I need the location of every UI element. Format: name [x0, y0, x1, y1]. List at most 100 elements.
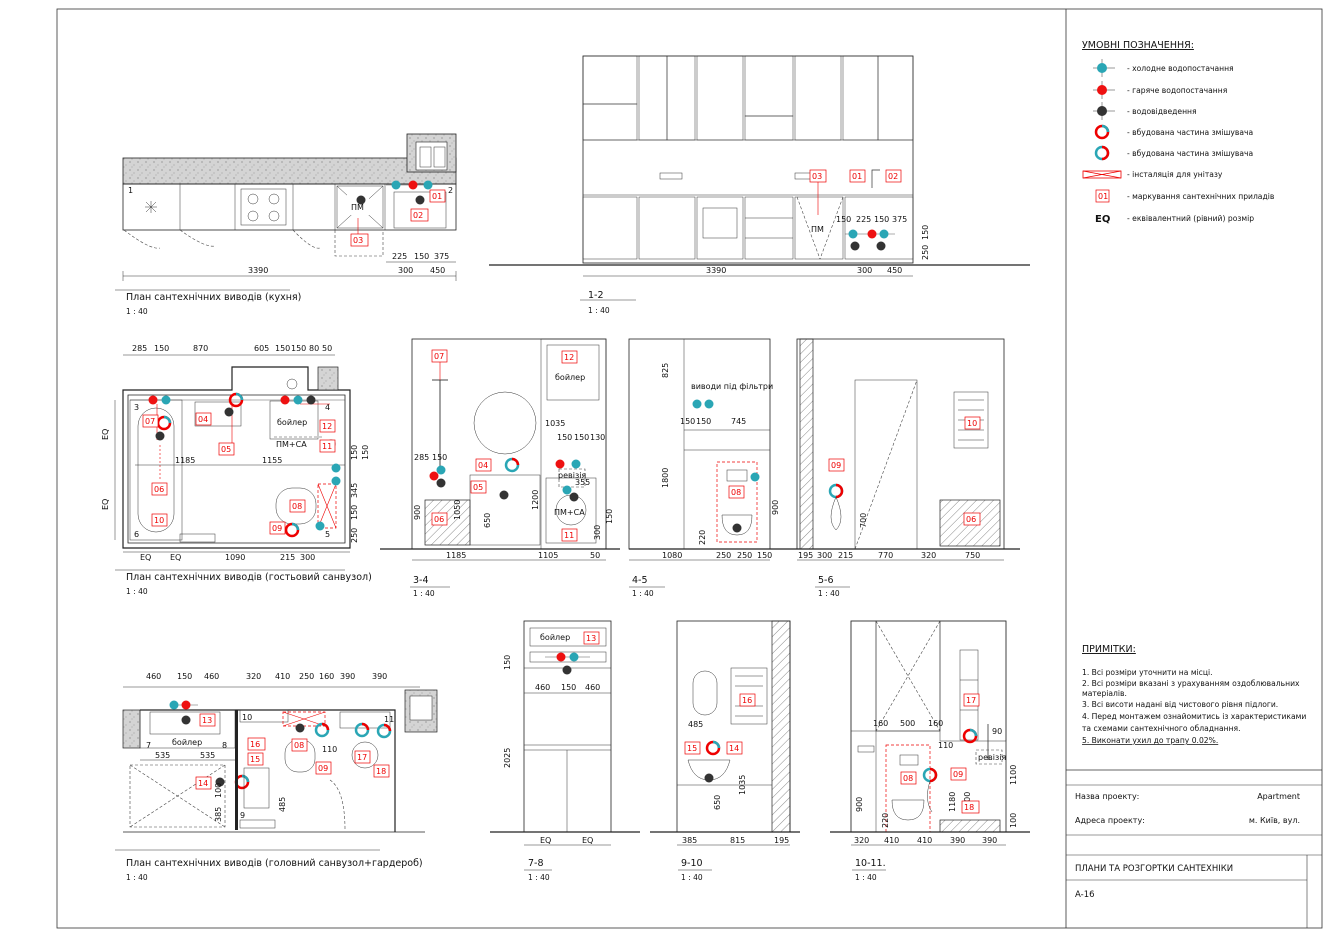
- svg-text:бойлер: бойлер: [555, 373, 585, 382]
- svg-text:870: 870: [193, 344, 208, 353]
- mixer-embedded-icon-b: [1094, 145, 1110, 161]
- elevation-7-8: бойлер 13 150 460 150 460 2025 EQ EQ 7-8…: [490, 620, 640, 882]
- svg-text:385: 385: [214, 807, 223, 822]
- fixture-mark-icon: 01: [1095, 189, 1110, 203]
- svg-text:825: 825: [661, 363, 670, 378]
- svg-text:05: 05: [221, 445, 231, 454]
- svg-text:1185: 1185: [446, 551, 466, 560]
- svg-text:08: 08: [294, 741, 304, 750]
- elevation-4-5: виводи під фільтри 150 150 745 08 825 18…: [628, 338, 785, 598]
- svg-text:150: 150: [574, 433, 589, 442]
- svg-text:06: 06: [966, 515, 976, 524]
- svg-text:1100: 1100: [1009, 765, 1018, 785]
- svg-text:ПМ+СА: ПМ+СА: [276, 440, 307, 449]
- svg-text:1: 1: [128, 186, 133, 195]
- svg-text:150: 150: [696, 417, 711, 426]
- elevation-3-4: бойлер 12 ПМ+СА ревізія 07 04 05 06 11 1…: [380, 338, 620, 598]
- svg-text:300: 300: [593, 525, 602, 540]
- svg-text:9: 9: [240, 811, 245, 820]
- view-scale: 1 : 40: [681, 873, 703, 882]
- svg-text:195: 195: [774, 836, 789, 845]
- notes: ПРИМІТКИ: 1. Всі розміри уточнити на міс…: [1082, 644, 1306, 745]
- svg-text:410: 410: [884, 836, 899, 845]
- svg-text:09: 09: [318, 764, 328, 773]
- svg-text:03: 03: [812, 172, 822, 181]
- svg-text:605: 605: [254, 344, 269, 353]
- view-title: 1-2: [588, 290, 604, 301]
- svg-text:1200: 1200: [531, 490, 540, 510]
- svg-text:900: 900: [771, 500, 780, 515]
- legend-item-label: - вбудована частина змішувача: [1127, 149, 1253, 158]
- svg-text:150: 150: [680, 417, 695, 426]
- legend-item-label: - вбудована частина змішувача: [1127, 128, 1253, 137]
- project-name-label: Назва проекту:: [1075, 792, 1139, 801]
- svg-text:225: 225: [856, 215, 871, 224]
- view-title: План сантехнічних виводів (кухня): [126, 292, 301, 303]
- svg-text:130: 130: [590, 433, 605, 442]
- elevation-9-10: 16 15 14 485 650 1035 385 815 195 9-10 1…: [650, 620, 800, 882]
- note-line: 1. Всі розміри уточнити на місці.: [1082, 668, 1213, 677]
- svg-text:1105: 1105: [538, 551, 558, 560]
- legend-title: УМОВНІ ПОЗНАЧЕННЯ:: [1082, 40, 1194, 51]
- view-scale: 1 : 40: [126, 587, 148, 596]
- svg-text:4: 4: [325, 403, 330, 412]
- view-scale: 1 : 40: [126, 873, 148, 882]
- svg-text:12: 12: [322, 422, 332, 431]
- svg-text:18: 18: [376, 767, 386, 776]
- title-block: Назва проекту: Apartment Адреса проекту:…: [1075, 792, 1300, 900]
- view-title: 3-4: [413, 575, 429, 586]
- svg-text:01: 01: [1098, 192, 1108, 201]
- svg-text:385: 385: [682, 836, 697, 845]
- svg-text:320: 320: [246, 672, 261, 681]
- svg-text:390: 390: [982, 836, 997, 845]
- svg-text:285: 285: [132, 344, 147, 353]
- view-scale: 1 : 40: [528, 873, 550, 882]
- svg-text:150: 150: [921, 225, 930, 240]
- svg-text:450: 450: [887, 266, 902, 275]
- project-name-value: Apartment: [1257, 792, 1300, 801]
- svg-text:14: 14: [729, 744, 739, 753]
- svg-text:215: 215: [280, 553, 295, 562]
- project-address-value: м. Київ, вул.: [1249, 816, 1300, 825]
- sheet-title: ПЛАНИ ТА РОЗГОРТКИ САНТЕХНІКИ: [1075, 864, 1233, 874]
- svg-text:15: 15: [250, 755, 260, 764]
- svg-text:110: 110: [938, 741, 953, 750]
- svg-text:EQ: EQ: [170, 553, 181, 562]
- note-line: 5. Виконати ухил до трапу 0.02%.: [1082, 736, 1218, 745]
- svg-text:1035: 1035: [545, 419, 565, 428]
- svg-text:300: 300: [398, 266, 413, 275]
- svg-text:17: 17: [966, 696, 976, 705]
- svg-text:375: 375: [434, 252, 449, 261]
- note-line: матеріалів.: [1082, 689, 1127, 698]
- svg-text:150: 150: [874, 215, 889, 224]
- svg-text:100: 100: [1009, 813, 1018, 828]
- svg-text:460: 460: [204, 672, 219, 681]
- svg-text:01: 01: [852, 172, 862, 181]
- svg-text:460: 460: [146, 672, 161, 681]
- legend-item-label: - холодне водопостачання: [1127, 64, 1234, 73]
- toilet-installation-icon: [1082, 170, 1122, 179]
- svg-text:07: 07: [145, 417, 155, 426]
- svg-text:355: 355: [575, 478, 590, 487]
- view-title: План сантехнічних виводів (гостьовий сан…: [126, 572, 372, 583]
- svg-text:08: 08: [731, 488, 741, 497]
- svg-text:150: 150: [275, 344, 290, 353]
- svg-text:535: 535: [155, 751, 170, 760]
- svg-text:150: 150: [432, 453, 447, 462]
- view-title: План сантехнічних виводів (головний санв…: [126, 858, 423, 869]
- cold-water-icon: [1093, 59, 1115, 77]
- svg-text:50: 50: [590, 551, 600, 560]
- notes-title: ПРИМІТКИ:: [1082, 644, 1136, 655]
- svg-text:300: 300: [817, 551, 832, 560]
- svg-text:8: 8: [222, 741, 227, 750]
- legend-item-label: - маркування сантехнічних приладів: [1127, 192, 1275, 201]
- svg-text:50: 50: [322, 344, 332, 353]
- svg-text:04: 04: [198, 415, 208, 424]
- svg-text:320: 320: [854, 836, 869, 845]
- svg-text:EQ: EQ: [101, 429, 110, 440]
- legend-item-label: - інсталяція для унітазу: [1127, 170, 1223, 179]
- svg-text:бойлер: бойлер: [277, 418, 307, 427]
- svg-text:150: 150: [361, 445, 370, 460]
- sheet-frame: [56, 8, 1323, 929]
- svg-text:460: 460: [585, 683, 600, 692]
